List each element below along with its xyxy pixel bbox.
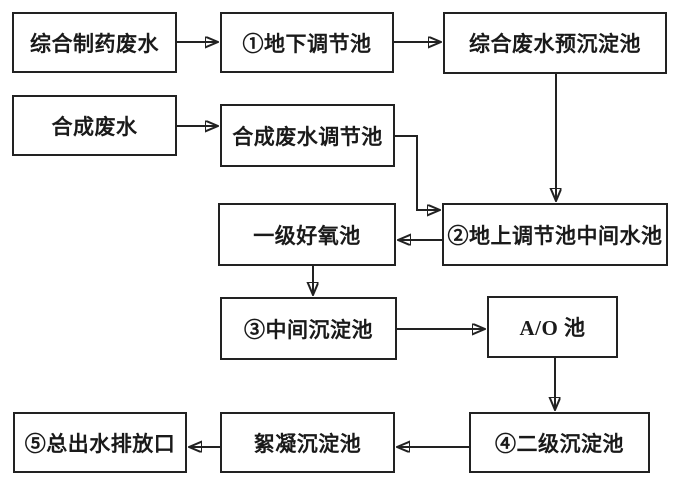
node-label-total-outlet: ⑤总出水排放口 xyxy=(24,431,176,456)
node-synthetic-regulating-tank: 合成废水调节池 xyxy=(220,104,395,167)
node-underground-regulating-tank: ①地下调节池 xyxy=(220,12,394,73)
node-ao-tank: A/O 池 xyxy=(487,296,618,358)
node-label-intermediate-sedimentation-tank: ③中间沉淀池 xyxy=(244,317,373,342)
node-total-outlet: ⑤总出水排放口 xyxy=(13,412,187,473)
node-label-synthetic-wastewater: 合成废水 xyxy=(51,114,138,139)
node-pharma-wastewater: 综合制药废水 xyxy=(12,12,177,73)
node-pre-sedimentation-tank: 综合废水预沉淀池 xyxy=(443,12,667,74)
node-secondary-sedimentation-tank: ④二级沉淀池 xyxy=(469,412,650,473)
node-label-underground-regulating-tank: ①地下调节池 xyxy=(242,31,372,56)
node-label-ao-tank: A/O 池 xyxy=(519,316,586,340)
node-label-secondary-sedimentation-tank: ④二级沉淀池 xyxy=(495,431,624,456)
node-above-ground-intermediate-tank: ②地上调节池中间水池 xyxy=(442,203,668,266)
node-label-above-ground-intermediate-tank: ②地上调节池中间水池 xyxy=(447,223,663,248)
node-label-synthetic-regulating-tank: 合成废水调节池 xyxy=(232,124,383,149)
node-intermediate-sedimentation-tank: ③中间沉淀池 xyxy=(220,297,397,360)
node-label-pharma-wastewater: 综合制药废水 xyxy=(30,31,159,56)
node-label-pre-sedimentation-tank: 综合废水预沉淀池 xyxy=(469,32,641,56)
node-flocculation-sedimentation-tank: 絮凝沉淀池 xyxy=(220,412,395,473)
node-synthetic-wastewater: 合成废水 xyxy=(12,95,177,156)
edge-synreg-to-above-ground xyxy=(395,135,440,210)
node-label-flocculation-sedimentation-tank: 絮凝沉淀池 xyxy=(253,431,362,456)
node-first-stage-aerobic-tank: 一级好氧池 xyxy=(218,203,396,266)
node-label-first-stage-aerobic-tank: 一级好氧池 xyxy=(253,223,361,248)
